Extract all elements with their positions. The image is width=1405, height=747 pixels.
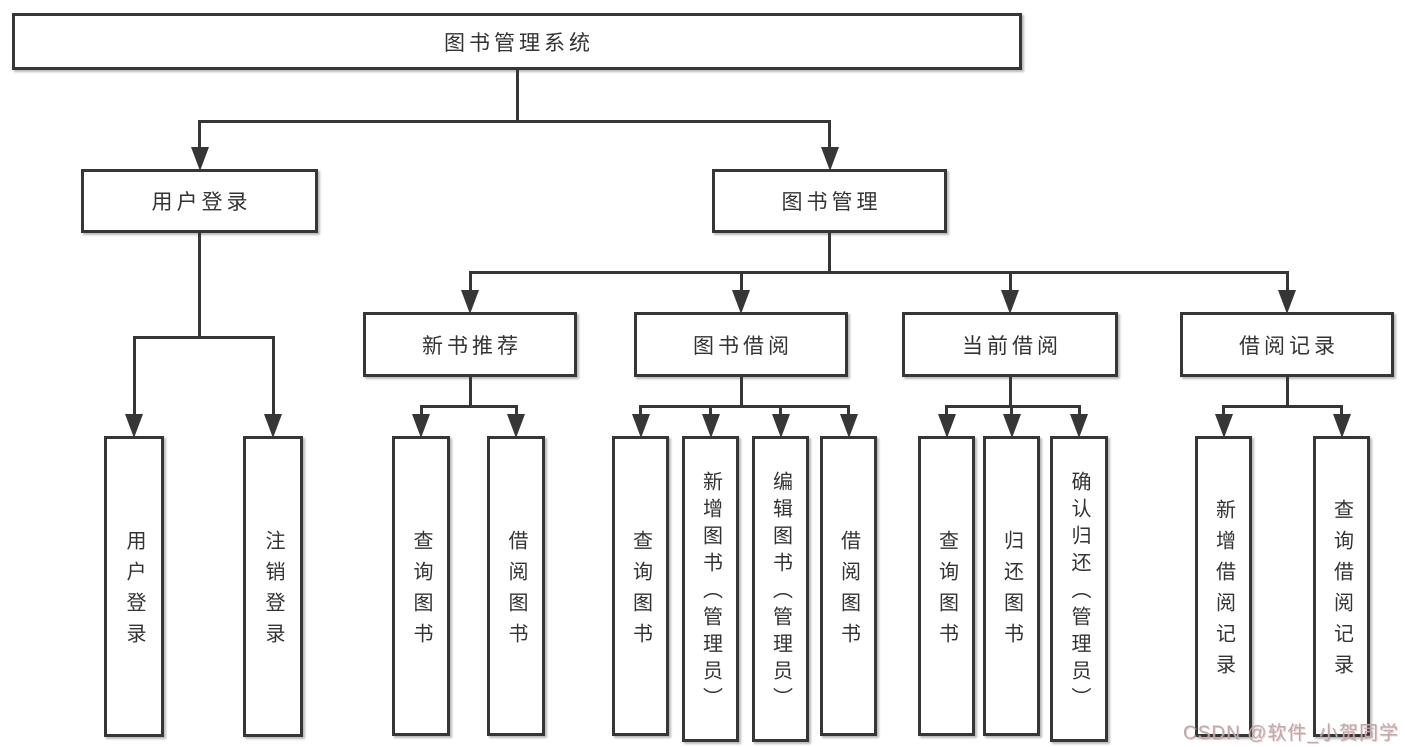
node-label: 归还图书 <box>1000 529 1023 654</box>
arrow-down-icon <box>125 414 143 438</box>
arrow-down-icon <box>631 414 650 438</box>
connector-line <box>639 405 850 408</box>
node-label: 当前借阅 <box>962 334 1062 358</box>
connector-line <box>198 120 831 123</box>
node-current-borrow: 当前借阅 <box>902 312 1118 377</box>
connector-line <box>515 68 519 123</box>
connector-line <box>1222 405 1225 414</box>
arrow-down-icon <box>937 414 956 438</box>
watermark: CSDN @软件_小贺同学 <box>1183 723 1399 744</box>
connector-line <box>1340 405 1343 414</box>
arrow-down-icon <box>264 414 282 438</box>
node-root: 图书管理系统 <box>12 13 1022 70</box>
arrow-down-icon <box>820 147 839 171</box>
connector-line <box>1008 375 1012 408</box>
connector-line <box>828 231 831 274</box>
connector-line <box>468 271 1289 274</box>
arrow-down-icon <box>461 290 479 314</box>
node-leaf-user-login: 用户登录 <box>104 436 164 737</box>
node-label: 图书管理系统 <box>444 31 594 55</box>
arrow-down-icon <box>701 414 720 438</box>
node-label: 确认归还（管理员） <box>1068 471 1090 714</box>
node-label: 新增借阅记录 <box>1212 499 1235 685</box>
node-label: 新书推荐 <box>422 334 522 358</box>
node-leaf-rec-borrow-book: 借阅图书 <box>487 436 545 736</box>
connector-line <box>847 405 850 414</box>
node-user-login: 用户登录 <box>81 169 318 233</box>
arrow-down-icon <box>1070 414 1088 438</box>
arrow-down-icon <box>1214 414 1233 438</box>
connector-line <box>945 405 948 414</box>
node-leaf-rec-query-book: 查询图书 <box>392 436 450 736</box>
node-label: 借阅图书 <box>505 529 527 654</box>
node-new-book-rec: 新书推荐 <box>363 312 577 377</box>
node-leaf-bb-add-book: 新增图书（管理员） <box>682 436 739 742</box>
arrow-down-icon <box>1332 414 1351 438</box>
connector-line <box>709 405 712 414</box>
connector-line <box>198 120 201 147</box>
connector-line <box>1008 271 1012 290</box>
node-leaf-br-add-record: 新增借阅记录 <box>1195 436 1252 737</box>
connector-line <box>271 336 275 414</box>
arrow-down-icon <box>771 414 790 438</box>
connector-line <box>828 120 831 147</box>
connector-line <box>198 231 201 339</box>
arrow-down-icon <box>190 147 209 171</box>
arrow-down-icon <box>412 414 430 438</box>
node-leaf-bb-edit-book: 编辑图书（管理员） <box>752 436 809 742</box>
node-label: 用户登录 <box>123 530 145 654</box>
node-label: 查询借阅记录 <box>1330 499 1353 685</box>
node-borrow-records: 借阅记录 <box>1180 312 1394 377</box>
node-label: 注销登录 <box>262 530 284 654</box>
node-leaf-cb-confirm-return: 确认归还（管理员） <box>1050 436 1108 742</box>
connector-line <box>419 405 423 414</box>
connector-line <box>779 405 782 414</box>
connector-line <box>739 271 743 290</box>
arrow-down-icon <box>1002 414 1021 438</box>
arrow-down-icon <box>732 290 750 314</box>
arrow-down-icon <box>1001 290 1019 314</box>
node-leaf-cb-return-book: 归还图书 <box>983 436 1040 736</box>
node-label: 查询图书 <box>935 529 958 654</box>
node-label: 编辑图书（管理员） <box>769 471 792 714</box>
connector-line <box>468 271 472 290</box>
node-leaf-logout-login: 注销登录 <box>243 436 303 737</box>
connector-line <box>132 336 275 339</box>
node-label: 借阅记录 <box>1239 334 1339 358</box>
node-leaf-bb-borrow-book: 借阅图书 <box>820 436 877 736</box>
node-book-borrow: 图书借阅 <box>634 312 848 377</box>
node-leaf-bb-query-book: 查询图书 <box>612 436 669 736</box>
node-label: 图书借阅 <box>693 334 793 358</box>
node-label: 新增图书（管理员） <box>699 471 722 714</box>
connector-line <box>1077 405 1081 414</box>
connector-line <box>132 336 136 414</box>
connector-line <box>1222 405 1343 408</box>
node-leaf-br-query-record: 查询借阅记录 <box>1313 436 1370 737</box>
node-label: 借阅图书 <box>837 529 860 654</box>
node-leaf-cb-query-book: 查询图书 <box>918 436 975 736</box>
node-label: 图书管理 <box>781 191 882 214</box>
node-label: 查询图书 <box>410 529 432 654</box>
connector-line <box>739 375 743 408</box>
node-label: 用户登录 <box>151 191 252 214</box>
connector-line <box>1285 271 1289 290</box>
connector-line <box>639 405 642 414</box>
connector-line <box>419 405 518 408</box>
connector-line <box>468 375 472 408</box>
connector-line <box>1010 405 1013 414</box>
arrow-down-icon <box>507 414 525 438</box>
arrow-down-icon <box>839 414 858 438</box>
node-label: 查询图书 <box>629 529 652 654</box>
connector-line <box>514 405 518 414</box>
node-book-mgmt: 图书管理 <box>712 169 947 233</box>
arrow-down-icon <box>1278 290 1296 314</box>
connector-line <box>1285 375 1289 408</box>
